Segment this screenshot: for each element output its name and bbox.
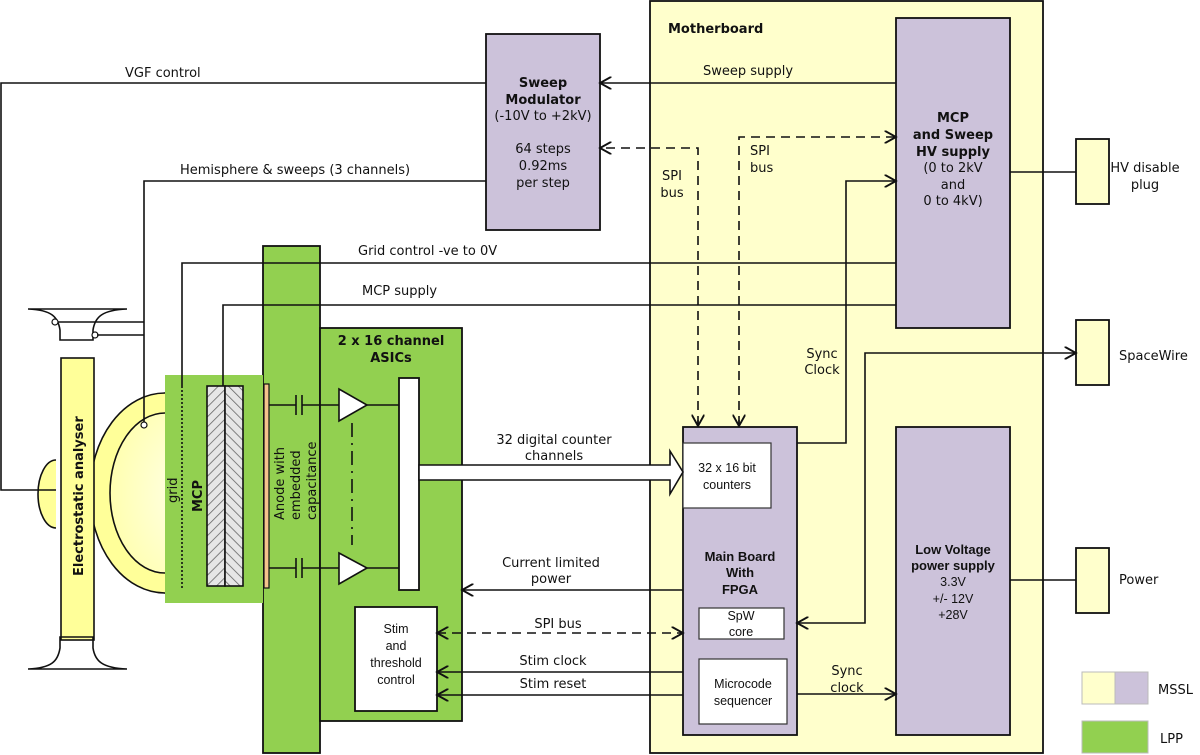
digital-counter-label-1: 32 digital counter xyxy=(496,433,612,448)
spw-core-block xyxy=(698,607,785,640)
anode-label-2: embedded xyxy=(289,450,304,520)
legend-label-lpp: LPP xyxy=(1160,732,1183,747)
lv-supply-title-2: power supply xyxy=(911,558,996,573)
hv-supply-line3: HV supply xyxy=(916,145,991,160)
mcp-plate-2 xyxy=(224,385,244,587)
hv-supply-line5: and xyxy=(941,178,965,193)
anode-label-3: capacitance xyxy=(305,441,320,520)
main-board-title-3: FPGA xyxy=(722,582,759,597)
lv-supply-title-1: Low Voltage xyxy=(915,542,991,557)
hv-disable-label-2: plug xyxy=(1131,178,1159,193)
legend: MSSL LPP xyxy=(1081,671,1194,754)
mcp-supply-wire xyxy=(222,304,896,386)
sweep-modulator-per-step: per step xyxy=(516,176,570,191)
sweep-modulator-range: (-10V to +2kV) xyxy=(494,109,591,124)
spacewire-wire xyxy=(797,353,1076,623)
main-board-fpga: 32 x 16 bit counters Main Board With FPG… xyxy=(682,426,798,736)
hv-supply: MCP and Sweep HV supply (0 to 2kV and 0 … xyxy=(895,17,1011,329)
spw-core-line2: core xyxy=(729,625,753,639)
digital-counter-arrow xyxy=(418,448,684,497)
mcp-label: MCP xyxy=(191,480,206,512)
hv-disable-label-1: HV disable xyxy=(1110,161,1179,176)
main-board-title-1: Main Board xyxy=(705,549,776,564)
stim-reset-label: Stim reset xyxy=(520,677,587,692)
spacewire-label: SpaceWire xyxy=(1119,349,1188,364)
sequencer-line1: Microcode xyxy=(714,677,772,691)
asics-title-2: ASICs xyxy=(370,351,412,366)
hv-disable-plug: HV disable plug xyxy=(1075,138,1180,205)
mcp-assembly: grid MCP Anode with embedded capacitance xyxy=(165,375,339,603)
main-board-title-2: With xyxy=(726,565,754,580)
legend-label-mssl: MSSL xyxy=(1158,683,1194,698)
sweep-modulator-step-time: 0.92ms xyxy=(519,159,568,174)
digital-counter-label-2: channels xyxy=(525,449,583,464)
vgf-control-label: VGF control xyxy=(125,66,201,81)
spi-bus-label: SPI bus xyxy=(534,617,582,632)
sweep-modulator-title-2: Modulator xyxy=(505,93,581,108)
grid-control-label: Grid control -ve to 0V xyxy=(358,244,497,259)
hv-supply-line6: 0 to 4kV) xyxy=(923,194,982,209)
lv-supply-v3: +28V xyxy=(938,608,968,622)
counters-line1: 32 x 16 bit xyxy=(698,461,756,475)
sync-clock-bottom-label-2: clock xyxy=(830,681,864,696)
power-label: Power xyxy=(1119,573,1159,588)
stim-line4: control xyxy=(377,673,415,687)
legend-swatch-mssl-purple xyxy=(1114,671,1149,705)
lv-supply-v2: +/- 12V xyxy=(933,592,974,606)
motherboard-title: Motherboard xyxy=(668,22,763,37)
spacewire-connector: SpaceWire xyxy=(1075,319,1188,386)
stim-line3: threshold xyxy=(370,656,421,670)
sync-clock-top-label-1: Sync xyxy=(806,347,837,362)
legend-swatch-mssl-yellow xyxy=(1081,671,1116,705)
hemisphere-wire xyxy=(143,180,486,425)
current-limited-label-2: power xyxy=(531,572,572,587)
bottom-deflector-icon xyxy=(27,636,128,670)
lv-supply-v1: 3.3V xyxy=(940,575,966,589)
sequencer-line2: sequencer xyxy=(714,694,772,708)
lpp-anode-board xyxy=(262,245,321,754)
stim-line1: Stim xyxy=(384,622,409,636)
power-connector: Power xyxy=(1075,547,1159,614)
grid-label: grid xyxy=(166,478,181,503)
vgf-control-wire xyxy=(0,82,486,491)
analyser-label: Electrostatic analyser xyxy=(72,416,87,576)
hv-supply-line4: (0 to 2kV xyxy=(923,161,982,176)
spi-bus-a-label-2: bus xyxy=(660,186,683,201)
mcp-supply-label: MCP supply xyxy=(362,284,437,299)
asics-title-1: 2 x 16 channel xyxy=(338,334,445,349)
asic-output-bus xyxy=(398,377,420,591)
legend-swatch-lpp xyxy=(1081,720,1149,754)
sweep-modulator: Sweep Modulator (-10V to +2kV) 64 steps … xyxy=(485,33,601,231)
stim-threshold-control: Stim and threshold control xyxy=(354,606,438,712)
hemisphere-label: Hemisphere & sweeps (3 channels) xyxy=(180,163,410,178)
hv-supply-line2: and Sweep xyxy=(913,128,993,143)
current-limited-label-1: Current limited xyxy=(502,556,600,571)
top-deflector-icon xyxy=(27,308,128,341)
anode-label-1: Anode with xyxy=(273,447,288,520)
microcode-sequencer-block xyxy=(698,658,788,725)
spi-bus-b-label-1: SPI xyxy=(750,144,770,159)
grid-control-wire xyxy=(181,262,896,386)
hv-supply-line1: MCP xyxy=(937,111,969,126)
sweep-modulator-title-1: Sweep xyxy=(519,76,567,91)
sweep-modulator-steps: 64 steps xyxy=(515,142,571,157)
spi-bus-b-label-2: bus xyxy=(750,161,773,176)
anode-plate xyxy=(263,383,270,589)
sync-clock-top-label-2: Clock xyxy=(804,363,840,378)
spi-bus-a-label-1: SPI xyxy=(662,169,682,184)
counters-line2: counters xyxy=(703,478,751,492)
stim-line2: and xyxy=(386,639,407,653)
lv-power-supply: Low Voltage power supply 3.3V +/- 12V +2… xyxy=(895,426,1011,736)
spi-bus-sweep-wire xyxy=(600,148,699,425)
mcp-plate-1 xyxy=(206,385,226,587)
spw-core-line1: SpW xyxy=(727,609,754,623)
counters-block xyxy=(682,442,772,509)
sweep-supply-label: Sweep supply xyxy=(703,64,793,79)
sync-clock-bottom-label-1: Sync xyxy=(831,664,862,679)
stim-clock-label: Stim clock xyxy=(519,654,587,669)
spi-bus-hv-wire xyxy=(738,137,896,425)
